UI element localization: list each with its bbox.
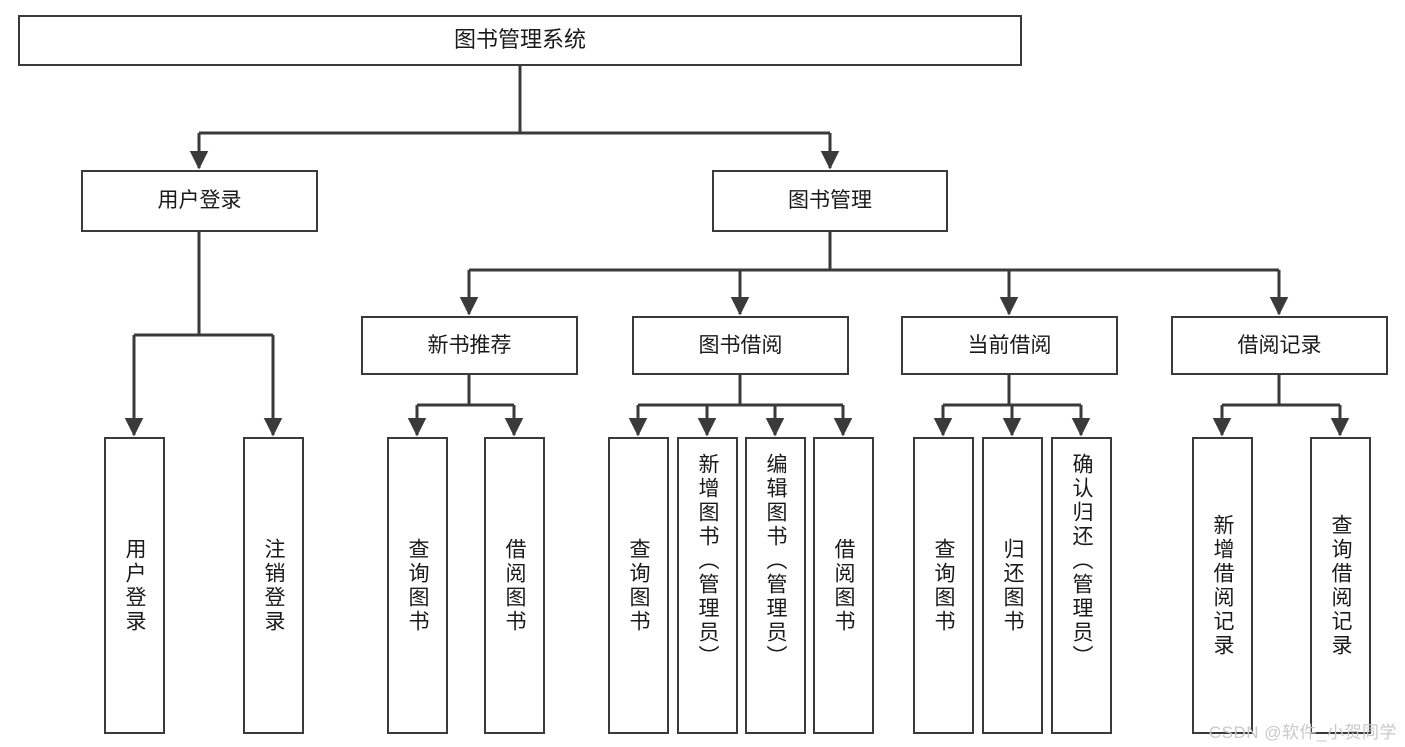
leaf-add-book-admin[interactable]: 新增图书（管理员） — [677, 437, 738, 734]
node-book-management[interactable]: 图书管理 — [712, 170, 948, 232]
leaf-return-book[interactable]: 归还图书 — [982, 437, 1043, 734]
node-current-borrow[interactable]: 当前借阅 — [901, 316, 1118, 375]
leaf-borrow-book-label: 借阅图书 — [832, 537, 855, 634]
node-user-login[interactable]: 用户登录 — [81, 170, 318, 232]
node-borrow-record-label: 借阅记录 — [1237, 333, 1322, 357]
leaf-logout[interactable]: 注销登录 — [243, 437, 304, 734]
leaf-edit-book-admin[interactable]: 编辑图书（管理员） — [745, 437, 806, 734]
leaf-query-book-borrow-label: 查询图书 — [627, 537, 650, 634]
leaf-query-borrow-record[interactable]: 查询借阅记录 — [1310, 437, 1371, 734]
leaf-confirm-return-admin[interactable]: 确认归还（管理员） — [1051, 437, 1112, 734]
node-current-borrow-label: 当前借阅 — [967, 333, 1052, 357]
leaf-query-book-newbook-label: 查询图书 — [406, 537, 429, 634]
leaf-add-borrow-record-label: 新增借阅记录 — [1211, 513, 1234, 658]
leaf-query-book-current[interactable]: 查询图书 — [913, 437, 974, 734]
leaf-query-book-newbook[interactable]: 查询图书 — [387, 437, 448, 734]
leaf-edit-book-admin-label: 编辑图书（管理员） — [764, 453, 787, 669]
leaf-query-book-borrow[interactable]: 查询图书 — [608, 437, 669, 734]
node-book-borrow-label: 图书借阅 — [698, 333, 783, 357]
node-book-management-label: 图书管理 — [788, 189, 872, 213]
leaf-add-borrow-record[interactable]: 新增借阅记录 — [1192, 437, 1253, 734]
node-new-book-recommend-label: 新书推荐 — [427, 333, 512, 357]
leaf-borrow-book-newbook-label: 借阅图书 — [503, 537, 526, 634]
leaf-user-login-label: 用户登录 — [123, 537, 146, 634]
node-root-label: 图书管理系统 — [453, 27, 586, 53]
leaf-user-login[interactable]: 用户登录 — [104, 437, 165, 734]
leaf-return-book-label: 归还图书 — [1001, 537, 1024, 634]
node-root[interactable]: 图书管理系统 — [18, 15, 1022, 66]
leaf-logout-label: 注销登录 — [262, 537, 285, 634]
node-new-book-recommend[interactable]: 新书推荐 — [361, 316, 578, 375]
leaf-query-borrow-record-label: 查询借阅记录 — [1329, 513, 1352, 658]
node-borrow-record[interactable]: 借阅记录 — [1171, 316, 1388, 375]
node-user-login-label: 用户登录 — [157, 189, 242, 213]
leaf-add-book-admin-label: 新增图书（管理员） — [696, 453, 719, 669]
leaf-borrow-book-newbook[interactable]: 借阅图书 — [484, 437, 545, 734]
node-book-borrow[interactable]: 图书借阅 — [632, 316, 849, 375]
leaf-confirm-return-admin-label: 确认归还（管理员） — [1070, 453, 1093, 669]
leaf-borrow-book[interactable]: 借阅图书 — [813, 437, 874, 734]
leaf-query-book-current-label: 查询图书 — [932, 537, 955, 634]
